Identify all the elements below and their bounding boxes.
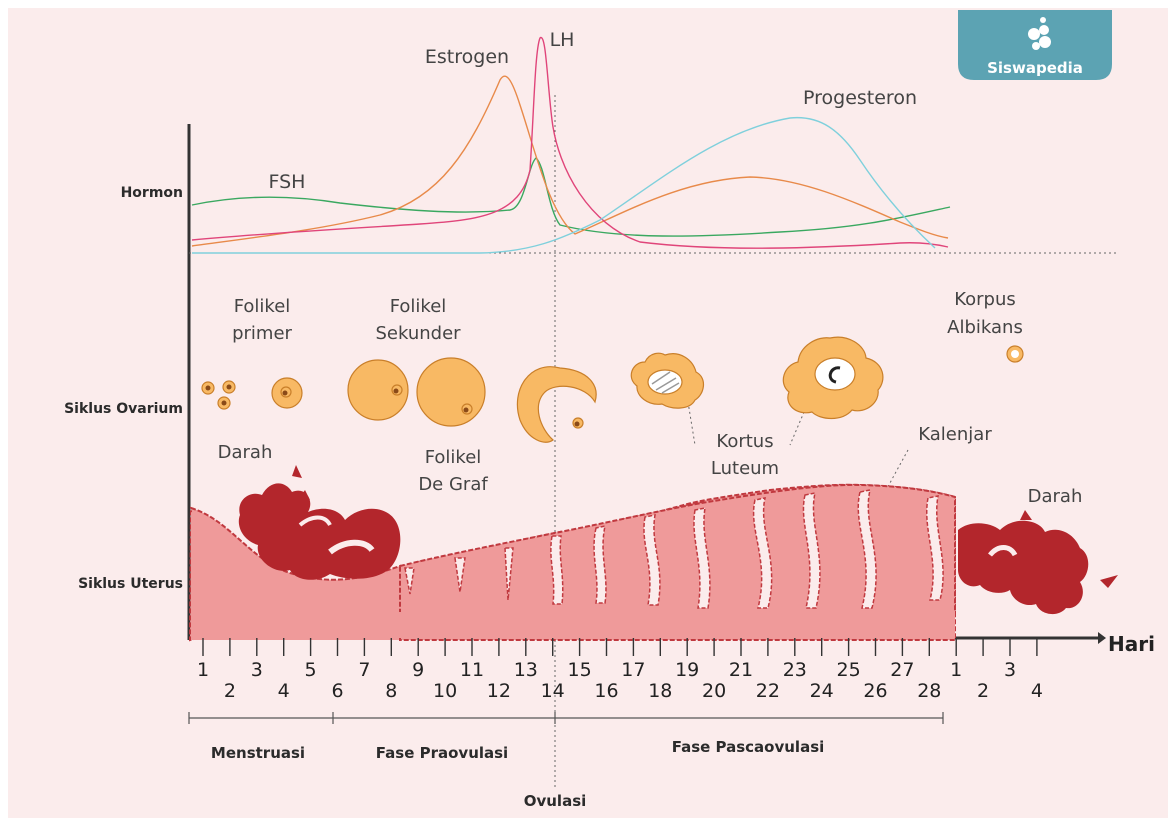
axis-label-hari: Hari [1108, 632, 1155, 656]
follicle-secondary [348, 360, 408, 420]
day-label: 10 [433, 680, 457, 702]
label-gland: Kalenjar [918, 424, 992, 445]
day-label: 22 [756, 680, 780, 702]
day-label: 9 [412, 659, 424, 681]
day-label: 28 [917, 680, 941, 702]
row-label-hormone: Hormon [121, 185, 183, 201]
corpus-albicans [1007, 346, 1023, 362]
day-label: 16 [594, 680, 618, 702]
label-follicle-secondary-1: Folikel [390, 296, 447, 317]
label-albicans-1: Korpus [954, 289, 1016, 310]
day-label: 12 [487, 680, 511, 702]
phase-postovulation: Fase Pascaovulasi [672, 738, 825, 756]
day-label: 25 [837, 659, 861, 681]
label-follicle-graaf-1: Folikel [425, 447, 482, 468]
row-label-uterus: Siklus Uterus [78, 576, 183, 592]
label-follicle-secondary-2: Sekunder [375, 323, 461, 344]
day-label: 7 [358, 659, 370, 681]
phase-preovulation: Fase Praovulasi [376, 744, 508, 762]
day-label: 27 [890, 659, 914, 681]
day-label: 21 [729, 659, 753, 681]
label-luteum-2: Luteum [711, 458, 779, 479]
day-label: 11 [460, 659, 484, 681]
day-label: 6 [331, 680, 343, 702]
label-blood-left: Darah [218, 442, 273, 463]
day-label: 26 [863, 680, 887, 702]
row-label-ovary: Siklus Ovarium [64, 401, 183, 417]
label-follicle-primary-2: primer [232, 323, 292, 344]
day-label: 24 [810, 680, 834, 702]
day-label: 2 [977, 680, 989, 702]
label-follicle-primary-1: Folikel [234, 296, 291, 317]
label-blood-right: Darah [1028, 486, 1083, 507]
follicle-primary [272, 378, 302, 408]
label-luteum-1: Kortus [716, 431, 773, 452]
label-progesterone: Progesteron [803, 87, 917, 109]
label-estrogen: Estrogen [425, 46, 509, 68]
day-label: 23 [783, 659, 807, 681]
label-follicle-graaf-2: De Graf [418, 474, 488, 495]
day-label: 4 [1031, 680, 1043, 702]
brand-name: Siswapedia [987, 59, 1083, 77]
follicle-graaf [417, 358, 485, 426]
label-albicans-2: Albikans [947, 317, 1023, 338]
label-fsh: FSH [269, 171, 306, 193]
day-label: 3 [251, 659, 263, 681]
phase-ovulation: Ovulasi [524, 792, 587, 810]
day-label: 15 [568, 659, 592, 681]
day-label: 5 [305, 659, 317, 681]
day-label: 1 [197, 659, 209, 681]
day-label: 20 [702, 680, 726, 702]
day-label: 13 [514, 659, 538, 681]
day-label: 2 [224, 680, 236, 702]
day-label: 19 [675, 659, 699, 681]
day-label: 3 [1004, 659, 1016, 681]
day-label: 8 [385, 680, 397, 702]
day-label: 18 [648, 680, 672, 702]
day-label: 14 [541, 680, 565, 702]
day-label: 17 [621, 659, 645, 681]
day-label: 1 [950, 659, 962, 681]
label-lh: LH [550, 29, 575, 51]
siswapedia-badge: Siswapedia [958, 10, 1112, 80]
phase-menstruation: Menstruasi [211, 744, 305, 762]
day-label: 4 [278, 680, 290, 702]
